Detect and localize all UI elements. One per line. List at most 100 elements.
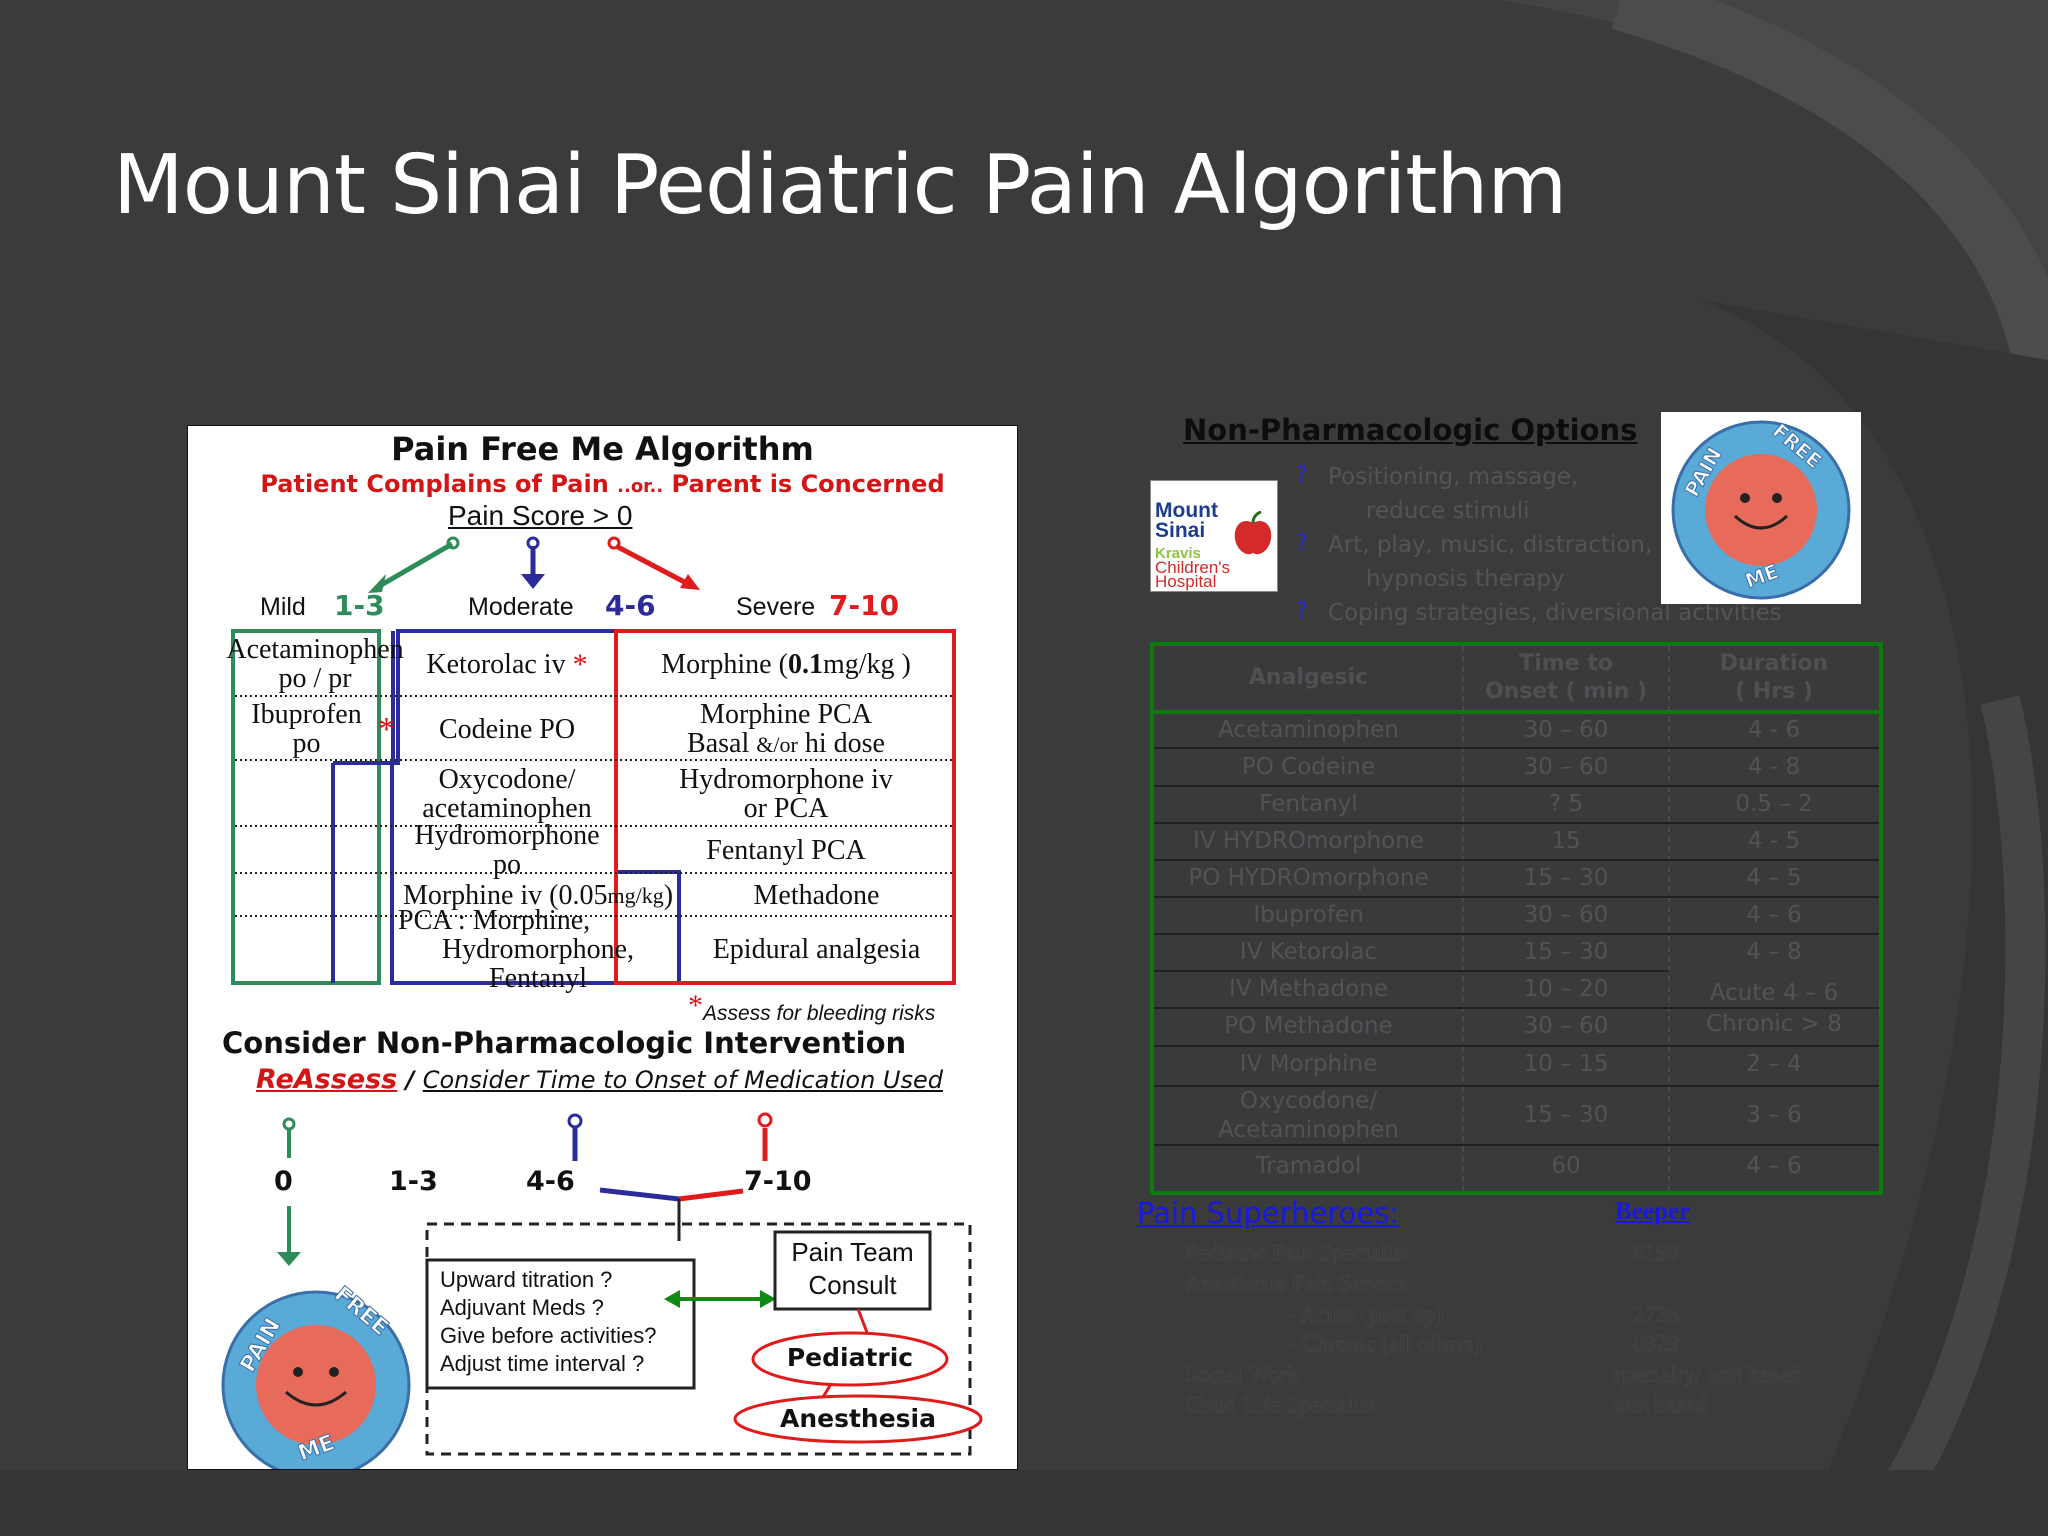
morphine-pca-text: Morphine PCA [700, 698, 872, 730]
basal-hi-dose: hi dose [797, 727, 885, 759]
row-duration: 2 – 4 [1746, 1051, 1802, 1077]
severe-label: Severe [736, 593, 816, 621]
row-drug: IV Ketorolac [1239, 939, 1378, 965]
reassess-slash: / [397, 1066, 423, 1094]
header-onset: Time to Onset ( min ) [1463, 650, 1669, 706]
msh-sinai: Sinai [1155, 519, 1206, 542]
row-duration: 0.5 – 2 [1735, 791, 1813, 817]
pain-superheroes-title[interactable]: Pain Superheroes: [1137, 1196, 1400, 1230]
row-onset: ? 5 [1548, 791, 1584, 817]
pain-team-consult[interactable]: Pain Team Consult [775, 1236, 930, 1302]
row-drug: PO HYDROmorphone [1188, 865, 1429, 891]
row-duration: 4 – 8 [1746, 939, 1802, 965]
row-drug-line-2: Acetaminophen [1218, 1117, 1399, 1143]
np-item-positioning: Positioning, massage, [1328, 464, 1579, 490]
pain-team-label: Pain Team [791, 1237, 914, 1267]
oxycodone-text-2: acetaminophen [422, 793, 592, 824]
morphine-dose: 0.1 [787, 648, 823, 680]
analgesic-table: Analgesic Time to Onset ( min ) Duration… [1150, 642, 1883, 1195]
algorithm-subtitle: Patient Complains of Pain ..or.. Parent … [188, 470, 1017, 498]
header-analgesic: Analgesic [1248, 665, 1369, 690]
cell-codeine: Codeine PO [438, 713, 576, 745]
morphine-iv-close: ) [663, 879, 674, 911]
table-grid [1154, 646, 1879, 1191]
consider-heading: Consider Non-Pharmacologic Intervention [222, 1026, 907, 1060]
basal-text: Basal [687, 727, 757, 759]
msh-childrens: Children's [1155, 558, 1231, 577]
row-onset: 30 – 60 [1523, 754, 1609, 780]
acetaminophen-text: Acetaminophen [226, 634, 404, 665]
header-duration-line-1: Duration [1719, 651, 1829, 676]
ketorolac-asterisk: * [572, 647, 588, 681]
ketorolac-text: Ketorolac iv [426, 648, 566, 680]
subtitle-complains: Patient Complains of Pain [260, 470, 618, 498]
row-drug: Fentanyl [1259, 791, 1358, 817]
hero-role: - Chronic (all others) [1288, 1331, 1482, 1356]
np-bullet-1: ? [1296, 463, 1308, 488]
hero-role: Child Life Specialist [1185, 1392, 1376, 1417]
pca-line-2: Hydromorphone, Fentanyl [441, 933, 635, 994]
non-pharm-title: Non-Pharmacologic Options [1183, 413, 1638, 447]
header-onset-line-2: Onset ( min ) [1484, 679, 1648, 704]
np-bullet-3: ? [1296, 599, 1308, 624]
question-upward: Upward titration ? [440, 1267, 613, 1292]
row-drug: PO Methadone [1224, 1013, 1393, 1039]
row-drug: Acetaminophen [1218, 717, 1399, 743]
pain-score: Pain Score > 0 [448, 500, 633, 531]
slide-title: Mount Sinai Pediatric Pain Algorithm [113, 138, 1567, 233]
question-adjuvant: Adjuvant Meds ? [440, 1295, 604, 1320]
score-1-3: 1-3 [389, 1166, 438, 1197]
cell-ketorolac: Ketorolac iv * [398, 634, 616, 694]
basal-and: &/or [756, 731, 798, 757]
morphine-text: Morphine ( [661, 648, 788, 680]
apple-icon [1234, 511, 1272, 555]
np-bullet-2: ? [1296, 531, 1308, 556]
row-duration: 4 – 5 [1746, 865, 1802, 891]
bleeding-note: Assess for bleeding risks [703, 1002, 936, 1025]
beeper-label[interactable]: Beeper [1615, 1198, 1690, 1225]
mild-range: 1-3 [334, 589, 385, 622]
hero-beeper: unit based [1613, 1392, 1707, 1417]
row-drug: Tramadol [1255, 1153, 1362, 1179]
row-duration: 4 - 6 [1747, 717, 1801, 743]
header-duration-line-2: ( Hrs ) [1735, 679, 1813, 704]
pain-free-me-logo-right: PAIN FREE ME [1661, 412, 1861, 604]
hero-role: - Acute (post op) [1288, 1302, 1444, 1327]
oxycodone-text: Oxycodone/ [438, 764, 576, 795]
msh-mount: Mount [1155, 499, 1218, 522]
methadone-duration: Acute 4 – 6 Chronic > 8 [1669, 978, 1879, 1040]
row-drug: Oxycodone/ Acetaminophen [1154, 1087, 1463, 1145]
row-onset: 30 – 60 [1523, 902, 1609, 928]
pain-free-me-logo [221, 1290, 411, 1469]
subtitle-concerned: Parent is Concerned [663, 470, 945, 498]
cell-morphine: Morphine ( 0.1 mg/kg ) [620, 634, 952, 694]
mild-label: Mild [260, 593, 306, 621]
hero-beeper: 0329 [1633, 1331, 1679, 1356]
consult-label: Consult [808, 1270, 897, 1300]
ibuprofen-asterisk: * [378, 710, 395, 748]
methadone-chronic: Chronic > 8 [1706, 1011, 1842, 1037]
score-7-10: 7-10 [744, 1166, 812, 1197]
score-0: 0 [274, 1166, 293, 1197]
row-onset: 15 – 30 [1523, 865, 1609, 891]
hydromorphone-iv-text: Hydromorphone iv [679, 764, 893, 795]
cell-ibuprofen: Ibuprofen po* [235, 698, 395, 760]
row-drug-line-1: Oxycodone/ [1239, 1088, 1378, 1114]
row-onset: 60 [1551, 1153, 1581, 1179]
time-onset-link[interactable]: Consider Time to Onset of Medication Use… [422, 1066, 943, 1094]
hero-beeper: specialty/ unit based [1613, 1362, 1801, 1387]
score-4-6: 4-6 [526, 1166, 575, 1197]
np-item-art: Art, play, music, distraction, [1328, 532, 1653, 558]
np-item-coping: Coping strategies, diversional activitie… [1328, 600, 1782, 626]
reassess-link[interactable]: ReAssess [256, 1064, 398, 1095]
cell-hydromorphone-po: Hydromorphone po [414, 820, 600, 880]
row-onset: 10 – 15 [1523, 1051, 1609, 1077]
cell-morphine-iv: Morphine iv (0.05 mg/kg) [398, 875, 678, 915]
row-onset: 30 – 60 [1523, 1013, 1609, 1039]
cell-pca: PCA : Morphine,Hydromorphone, Fentanyl [398, 906, 678, 993]
row-duration: 4 – 6 [1746, 902, 1802, 928]
